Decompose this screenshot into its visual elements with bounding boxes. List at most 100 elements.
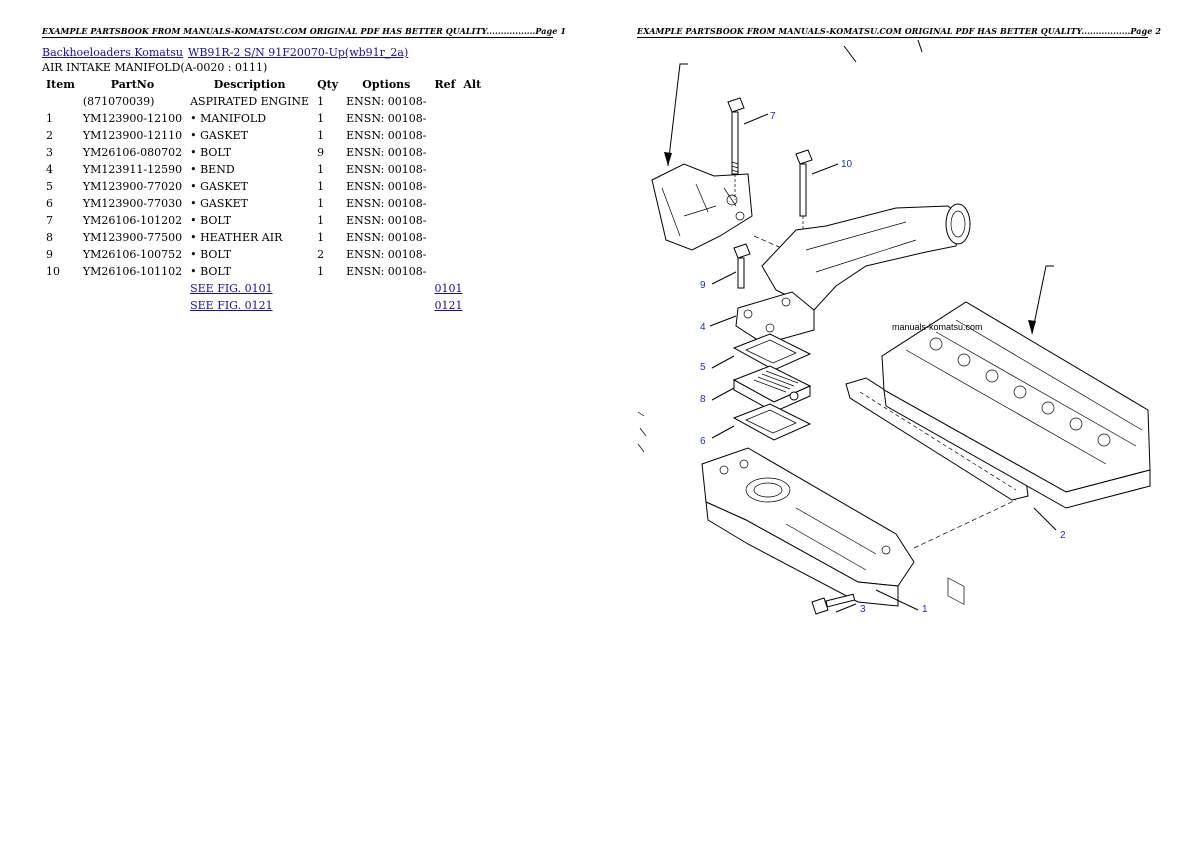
row-options: ENSN: 00108-	[346, 231, 427, 244]
leader-line	[811, 163, 839, 175]
row-ref	[431, 144, 460, 161]
section-title: AIR INTAKE MANIFOLD(A-0020 : 0111)	[42, 61, 268, 74]
row-item: 7	[46, 214, 53, 227]
row-partno: YM26106-080702	[82, 146, 183, 159]
column-header-item: Item	[46, 78, 75, 91]
row-options: ENSN: 00108-	[346, 129, 427, 142]
left-fragment	[637, 411, 647, 453]
leader-line	[711, 425, 735, 439]
row-qty: 1	[317, 129, 325, 142]
row-ref	[431, 178, 460, 195]
row-description: • MANIFOLD	[190, 112, 267, 125]
row-description: • GASKET	[190, 129, 248, 142]
bracket-hole	[735, 211, 745, 221]
cylinder-head-side	[883, 389, 1151, 509]
flange-hole	[743, 309, 753, 319]
ref-link[interactable]: 0121	[434, 299, 463, 312]
row-qty: 2	[317, 248, 325, 261]
table-row: (871070039) ASPIRATED ENGINE 1 ENSN: 001…	[42, 93, 485, 110]
leader-line	[1033, 507, 1057, 531]
manifold-contour	[785, 507, 877, 571]
row-item: 9	[46, 248, 53, 261]
table-row: 8 YM123900-77500 • HEATHER AIR 1 ENSN: 0…	[42, 229, 485, 246]
column-header-description: Description	[213, 78, 286, 91]
row-ref	[431, 229, 460, 246]
row-item: 1	[46, 112, 53, 125]
gasket-6	[732, 403, 812, 441]
row-partno: YM123900-77500	[82, 231, 183, 244]
table-row: 1 YM123900-12100 • MANIFOLD 1 ENSN: 0010…	[42, 110, 485, 127]
parts-illustration: 7 10 4 9 5 8	[637, 39, 1151, 615]
leader-line	[875, 589, 919, 611]
bolt-10-shank	[799, 163, 807, 217]
table-row: 5 YM123900-77020 • GASKET 1 ENSN: 00108-	[42, 178, 485, 195]
breadcrumb-model-link[interactable]: WB91R-2 S/N 91F20070-Up(wb91r_2a)	[188, 46, 409, 59]
see-fig-row: SEE FIG. 0101 0101	[42, 280, 485, 297]
bracket-hole	[726, 194, 738, 206]
head-valve	[1041, 401, 1055, 415]
column-header-alt: Alt	[463, 78, 482, 91]
right-reference-arrow	[1031, 265, 1054, 335]
row-qty: 1	[317, 214, 325, 227]
row-alt	[459, 161, 485, 178]
callout-5: 5	[700, 362, 706, 373]
row-qty: 1	[317, 231, 325, 244]
table-header-row: Item PartNo Description Qty Options Ref …	[42, 76, 485, 93]
bolt-9-shank	[737, 257, 745, 289]
row-alt	[459, 144, 485, 161]
breadcrumb-category-link[interactable]: Backhoeloaders Komatsu	[42, 46, 184, 59]
row-qty: 1	[317, 265, 325, 278]
see-fig-link[interactable]: SEE FIG. 0101	[190, 282, 273, 295]
row-alt	[459, 263, 485, 280]
arrow-head	[664, 152, 672, 166]
head-valve	[985, 369, 999, 383]
table-row: 10 YM26106-101102 • BOLT 1 ENSN: 00108-	[42, 263, 485, 280]
page-header-left: EXAMPLE PARTSBOOK FROM MANUALS-KOMATSU.C…	[42, 26, 566, 38]
manifold-port-bore	[753, 482, 783, 498]
table-row: 7 YM26106-101202 • BOLT 1 ENSN: 00108-	[42, 212, 485, 229]
row-partno: YM26106-100752	[82, 248, 183, 261]
manifold-hole	[881, 545, 891, 555]
bolt-7-head	[727, 97, 745, 113]
column-header-ref: Ref	[434, 78, 456, 91]
column-header-partno: PartNo	[110, 78, 155, 91]
row-partno: YM123911-12590	[82, 163, 183, 176]
table-row: 2 YM123900-12110 • GASKET 1 ENSN: 00108-	[42, 127, 485, 144]
row-item: 2	[46, 129, 53, 142]
row-options: ENSN: 00108-	[346, 265, 427, 278]
gasket-6-inner	[745, 409, 797, 434]
column-header-qty: Qty	[317, 78, 339, 91]
leader-line	[743, 113, 769, 125]
dashed-guide	[913, 499, 1017, 549]
row-item: 5	[46, 180, 53, 193]
row-description: ASPIRATED ENGINE	[190, 95, 310, 108]
callout-6: 6	[700, 436, 706, 447]
ref-link[interactable]: 0101	[434, 282, 463, 295]
column-header-options: Options	[362, 78, 411, 91]
row-description: • BOLT	[190, 265, 232, 278]
bolt-3-head	[811, 597, 829, 615]
bolt-10-head	[795, 149, 813, 165]
row-item: 4	[46, 163, 53, 176]
row-options: ENSN: 00108-	[346, 214, 427, 227]
row-alt	[459, 110, 485, 127]
leader-line	[709, 315, 737, 327]
row-ref	[431, 93, 460, 110]
gasket-5	[732, 333, 812, 371]
row-qty: 9	[317, 146, 325, 159]
callout-10: 10	[841, 159, 853, 170]
row-description: • BOLT	[190, 248, 232, 261]
row-alt	[459, 212, 485, 229]
row-partno: YM26106-101102	[82, 265, 183, 278]
flange-hole	[765, 323, 775, 333]
bolt-3-shank	[825, 593, 856, 608]
see-fig-link[interactable]: SEE FIG. 0121	[190, 299, 273, 312]
leader-line	[711, 271, 737, 285]
bolt-7-shank	[731, 111, 739, 175]
mounting-bracket	[651, 163, 753, 251]
callout-8: 8	[700, 394, 706, 405]
row-description: • GASKET	[190, 180, 248, 193]
callout-2: 2	[1060, 530, 1066, 541]
row-qty: 1	[317, 112, 325, 125]
row-alt	[459, 229, 485, 246]
